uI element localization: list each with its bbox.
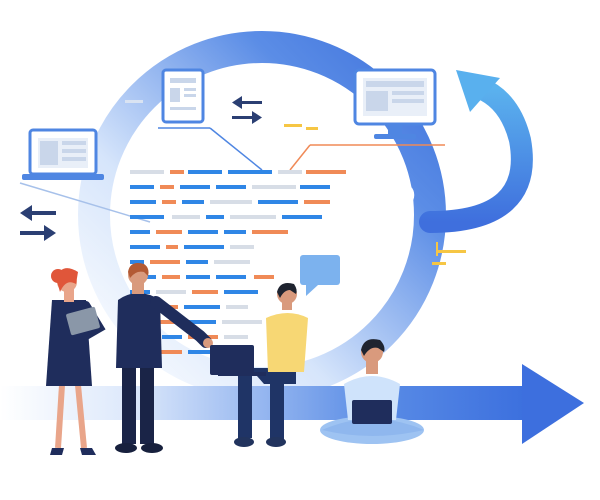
chat-bubble-icon xyxy=(300,255,340,296)
code-line-segment xyxy=(130,260,144,264)
code-line-segment xyxy=(170,170,184,174)
code-line-segment xyxy=(230,215,276,219)
code-line-segment xyxy=(216,275,246,279)
code-line-segment xyxy=(188,170,222,174)
code-line-segment xyxy=(172,215,200,219)
code-line-segment xyxy=(182,200,204,204)
code-line-segment xyxy=(188,230,218,234)
code-line-segment xyxy=(150,260,180,264)
code-line-segment xyxy=(160,185,174,189)
woman-with-tablet xyxy=(46,268,106,455)
code-line-segment xyxy=(224,335,248,339)
code-line-segment xyxy=(184,305,220,309)
code-line-segment xyxy=(162,200,176,204)
man-pointing xyxy=(115,263,213,453)
code-line-segment xyxy=(186,275,210,279)
code-line-segment xyxy=(188,350,210,354)
code-line-segment xyxy=(156,290,186,294)
lightbulb-icon xyxy=(389,182,415,218)
code-line-segment xyxy=(254,275,274,279)
code-line-segment xyxy=(228,170,272,174)
code-line-segment xyxy=(130,245,160,249)
code-line-segment xyxy=(210,200,252,204)
code-line-segment xyxy=(304,200,330,204)
code-line-segment xyxy=(224,290,258,294)
swap-arrows-icon xyxy=(20,205,56,241)
code-line-segment xyxy=(130,230,150,234)
code-line-segment xyxy=(162,335,182,339)
code-line-segment xyxy=(130,170,164,174)
cycle-arrow-icon xyxy=(419,70,533,233)
code-line-segment xyxy=(306,170,346,174)
code-line-segment xyxy=(222,320,262,324)
swap-arrows-icon xyxy=(125,96,262,124)
code-line-segment xyxy=(258,200,298,204)
code-line-segment xyxy=(216,185,246,189)
code-line-segment xyxy=(166,245,178,249)
code-line-segment xyxy=(230,245,254,249)
code-line-segment xyxy=(184,245,224,249)
document-icon xyxy=(158,68,263,171)
code-line-segment xyxy=(162,275,180,279)
code-line-segment xyxy=(180,185,210,189)
code-line-segment xyxy=(154,320,180,324)
code-line-segment xyxy=(282,215,322,219)
code-line-segment xyxy=(130,215,164,219)
forward-arrow-icon xyxy=(0,364,584,444)
code-line-segment xyxy=(130,200,156,204)
code-line-segment xyxy=(226,305,248,309)
code-line-segment xyxy=(206,215,224,219)
code-line-segment xyxy=(154,350,182,354)
code-line-segment xyxy=(130,185,154,189)
code-line-segment xyxy=(192,290,218,294)
man-cross-legged-with-laptop xyxy=(320,339,424,444)
code-line-segment xyxy=(224,230,246,234)
code-line-segment xyxy=(156,230,182,234)
code-line-segment xyxy=(278,170,302,174)
code-line-segment xyxy=(300,185,330,189)
code-line-segment xyxy=(214,260,250,264)
man-sitting-with-laptop xyxy=(210,283,308,447)
code-line-segment xyxy=(186,260,208,264)
code-line-segment xyxy=(252,230,288,234)
code-line-segment xyxy=(186,320,216,324)
decorative-accents xyxy=(284,124,466,265)
monitor-icon xyxy=(289,68,445,171)
code-line-segment xyxy=(252,185,296,189)
laptop-icon xyxy=(19,128,151,223)
